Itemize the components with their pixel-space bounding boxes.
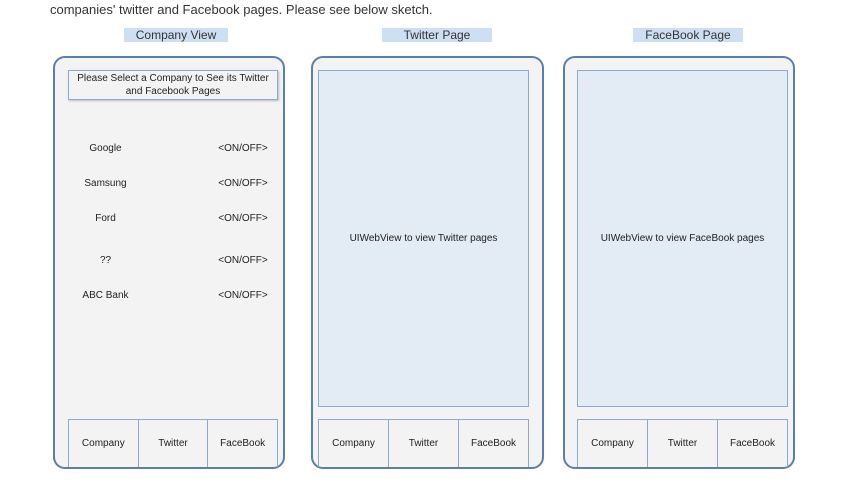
tab-bar: Company Twitter FaceBook xyxy=(577,419,788,467)
facebook-webview[interactable]: UIWebView to view FaceBook pages xyxy=(577,70,788,407)
twitter-page-title: Twitter Page xyxy=(382,28,492,42)
company-name: Samsung xyxy=(84,178,127,189)
on-off-toggle[interactable]: <ON/OFF> xyxy=(218,255,268,266)
tab-facebook[interactable]: FaceBook xyxy=(470,438,517,449)
tab-facebook[interactable]: FaceBook xyxy=(729,438,776,449)
company-view-title: Company View xyxy=(124,28,228,42)
on-off-toggle[interactable]: <ON/OFF> xyxy=(218,178,268,189)
company-name: ?? xyxy=(99,255,112,266)
company-view-header: Please Select a Company to See its Twitt… xyxy=(68,70,278,100)
tab-company[interactable]: Company xyxy=(69,420,139,467)
tab-facebook[interactable]: FaceBook xyxy=(220,438,266,449)
intro-text: companies' twitter and Facebook pages. P… xyxy=(50,2,433,17)
tab-company[interactable]: Company xyxy=(319,420,389,467)
on-off-toggle[interactable]: <ON/OFF> xyxy=(218,143,268,154)
tab-bar: Company Twitter FaceBook xyxy=(68,419,278,467)
facebook-page-title: FaceBook Page xyxy=(633,28,743,42)
company-view-phone xyxy=(53,56,285,469)
on-off-toggle[interactable]: <ON/OFF> xyxy=(218,290,268,301)
tab-twitter[interactable]: Twitter xyxy=(139,420,209,467)
company-name: Ford xyxy=(95,213,116,224)
twitter-webview[interactable]: UIWebView to view Twitter pages xyxy=(318,70,529,407)
tab-company[interactable]: Company xyxy=(578,420,648,467)
company-name: ABC Bank xyxy=(82,290,129,301)
tab-twitter[interactable]: Twitter xyxy=(648,420,718,467)
company-name: Google xyxy=(89,143,122,154)
on-off-toggle[interactable]: <ON/OFF> xyxy=(218,213,268,224)
tab-bar: Company Twitter FaceBook xyxy=(318,419,529,467)
tab-twitter[interactable]: Twitter xyxy=(389,420,459,467)
